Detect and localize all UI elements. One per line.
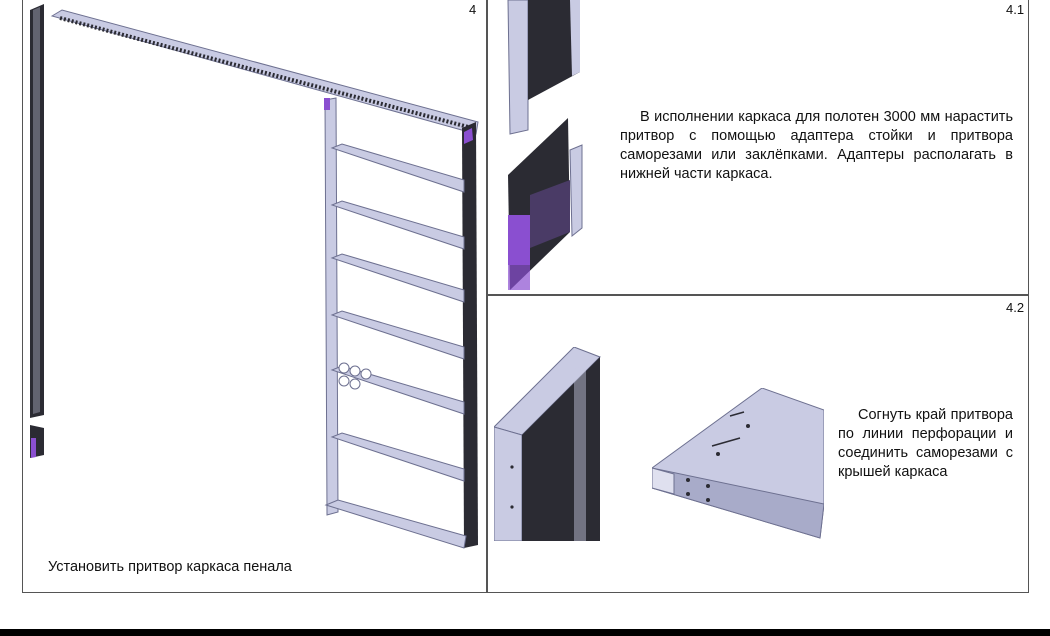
top-rail <box>50 9 479 135</box>
frame-post-right <box>462 122 478 548</box>
jamb-adapter-drawing <box>507 0 583 290</box>
step-4-1-text: В исполнении каркаса для полотен 3000 мм… <box>620 109 1013 182</box>
step-4-2-panel <box>486 294 1029 593</box>
step-4-1-panel <box>486 0 1029 296</box>
step-number-4: 4 <box>469 2 477 17</box>
jamb-corner-drawing <box>494 347 601 541</box>
frame-post-left <box>324 97 339 516</box>
pocket-frame-drawing <box>30 4 479 549</box>
step-4-panel <box>22 0 488 593</box>
step-number-4-1: 4.1 <box>1006 2 1025 17</box>
roof-bend-drawing <box>652 388 824 539</box>
frame-rails <box>324 143 467 549</box>
step-4-caption: Установить притвор каркаса пенала <box>48 559 292 575</box>
step-number-4-2: 4.2 <box>1006 300 1025 315</box>
step-4-2-text: Согнуть край притвора по линии перфораци… <box>838 407 1013 480</box>
jamb-post-part <box>30 4 44 418</box>
bottom-border-bar <box>0 629 1050 636</box>
rail-holes <box>338 362 372 390</box>
